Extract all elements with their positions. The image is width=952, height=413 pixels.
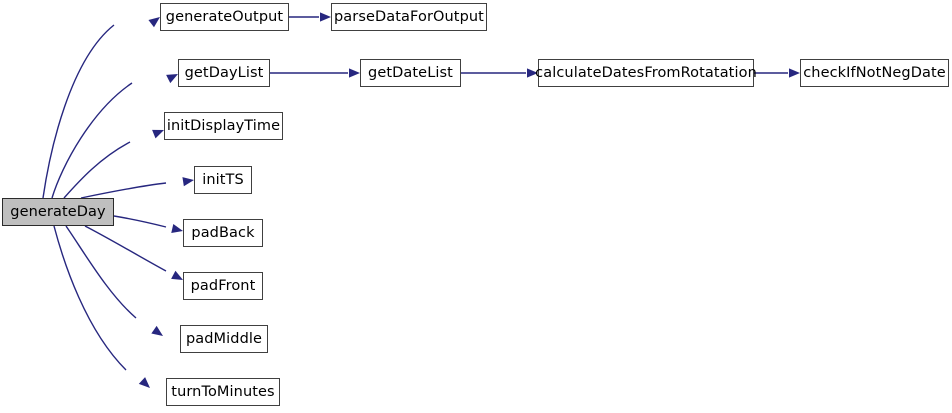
graph-node-label: getDateList [368, 64, 453, 81]
graph-node-padFront[interactable]: padFront [183, 272, 263, 300]
graph-node-label: checkIfNotNegDate [803, 64, 946, 81]
graph-node-label: calculateDatesFromRotatation [535, 64, 757, 81]
graph-node-initTS[interactable]: initTS [194, 166, 252, 194]
graph-edge-generateDay-to-padFront [84, 225, 167, 272]
graph-arrowhead-generateDay-to-initDisplayTime [152, 129, 164, 139]
graph-arrowhead-generateDay-to-generateOutput [148, 17, 160, 28]
graph-edge-generateDay-to-getDayList [51, 82, 133, 199]
graph-arrowhead-getDateList-to-calculateDatesFromRotatation [527, 68, 538, 78]
graph-edge-generateDay-to-padBack [113, 215, 167, 228]
graph-node-label: parseDataForOutput [334, 8, 484, 25]
graph-edge-generateDay-to-initDisplayTime [63, 141, 131, 199]
graph-arrowhead-generateDay-to-turnToMinutes [138, 377, 150, 388]
graph-node-getDayList[interactable]: getDayList [178, 59, 270, 87]
graph-arrowhead-generateOutput-to-parseDataForOutput [320, 12, 331, 22]
graph-arrowhead-calculateDatesFromRotatation-to-checkIfNotNegDate [789, 68, 800, 78]
graph-node-getDateList[interactable]: getDateList [360, 59, 461, 87]
graph-arrowhead-generateDay-to-initTS [182, 177, 194, 187]
graph-edge-generateDay-to-padMiddle [65, 225, 137, 319]
graph-node-checkIfNotNegDate[interactable]: checkIfNotNegDate [800, 59, 949, 87]
graph-node-label: padMiddle [185, 330, 263, 347]
graph-arrowhead-generateDay-to-padBack [171, 224, 183, 234]
graph-edge-generateDay-to-initTS [80, 182, 167, 199]
graph-node-label: generateDay [10, 203, 106, 220]
graph-node-padBack[interactable]: padBack [183, 219, 263, 247]
graph-node-calculateDatesFromRotatation[interactable]: calculateDatesFromRotatation [535, 59, 757, 87]
graph-node-label: initTS [202, 171, 244, 188]
graph-node-label: padBack [191, 224, 255, 241]
graph-node-label: turnToMinutes [171, 383, 275, 400]
graph-arrowhead-generateDay-to-padFront [171, 270, 183, 280]
graph-node-label: padFront [190, 277, 256, 294]
graph-node-generateDay[interactable]: generateDay [2, 198, 114, 226]
graph-edge-generateDay-to-turnToMinutes [53, 225, 127, 371]
graph-node-label: getDayList [184, 64, 264, 81]
graph-node-turnToMinutes[interactable]: turnToMinutes [166, 378, 280, 406]
graph-node-generateOutput[interactable]: generateOutput [160, 3, 289, 31]
graph-arrowhead-generateDay-to-padMiddle [151, 325, 163, 336]
graph-edge-generateDay-to-generateOutput [42, 24, 115, 199]
graph-arrowhead-generateDay-to-getDayList [166, 74, 178, 84]
graph-node-label: initDisplayTime [166, 117, 281, 134]
graph-node-initDisplayTime[interactable]: initDisplayTime [164, 112, 283, 140]
graph-node-label: generateOutput [165, 8, 284, 25]
graph-arrowhead-getDayList-to-getDateList [349, 68, 360, 78]
graph-node-parseDataForOutput[interactable]: parseDataForOutput [331, 3, 487, 31]
graph-node-padMiddle[interactable]: padMiddle [180, 325, 268, 353]
